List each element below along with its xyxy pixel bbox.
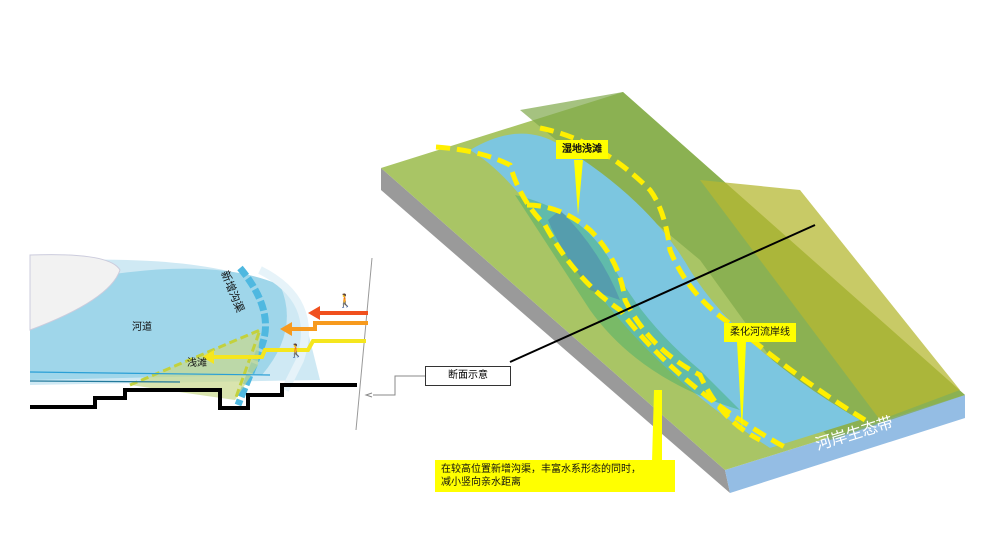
landscape-block [381,92,965,493]
section-cut-line [509,224,816,363]
river [470,133,860,449]
section-callout-box: 断面示意 [425,366,511,386]
callout-leader [373,375,425,396]
channel-label: 河道 [132,322,152,333]
arrow-orange [280,321,368,336]
arrow-yellow [202,339,366,364]
shoal-label: 浅滩 [187,358,207,369]
callout-arrow-icon [364,392,373,398]
note-line: 减小竖向亲水距离 [441,477,521,488]
ditch-note: 在较高位置新增沟渠，丰富水系形态的同时， 减小竖向亲水距离 [435,460,675,492]
arrow-red [308,306,368,320]
section-diagram: 🚶 🚶 [29,250,425,431]
soft-bank-label: 柔化河流岸线 [724,323,796,342]
note-line: 在较高位置新增沟渠，丰富水系形态的同时， [441,464,641,475]
pedestrian-icon: 🚶 [337,293,353,309]
pedestrian-icon: 🚶 [288,343,304,359]
wetland-shoal-label: 湿地浅滩 [556,140,608,159]
